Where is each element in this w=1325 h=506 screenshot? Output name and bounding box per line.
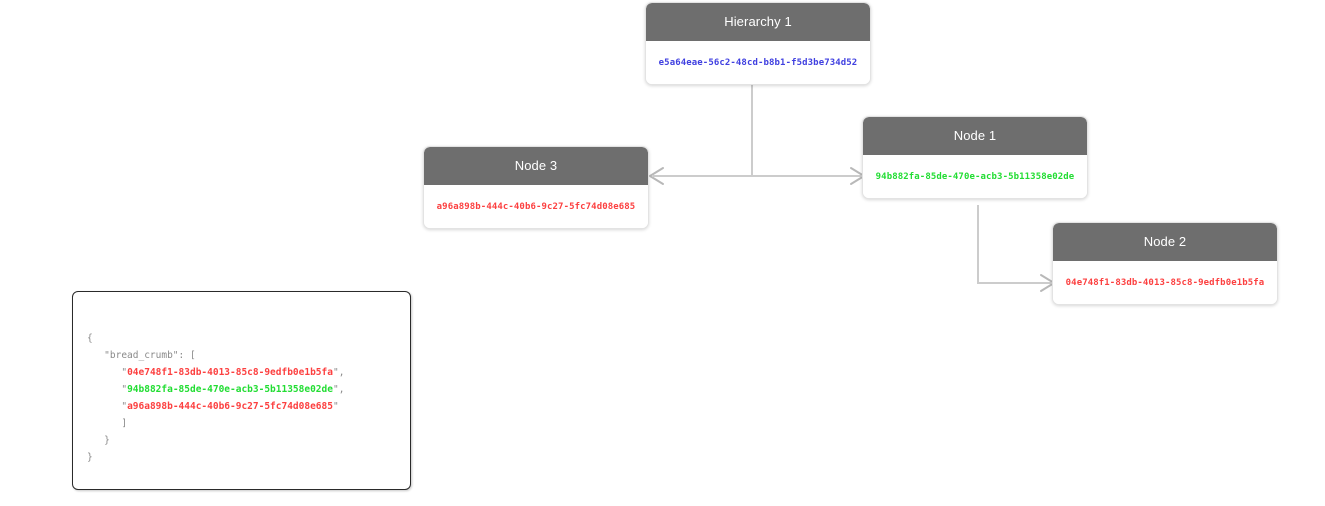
node-body: 04e748f1-83db-4013-85c8-9edfb0e1b5fa: [1053, 261, 1277, 304]
edge-hierarchy1-to-node1: [752, 167, 865, 185]
json-token: ",: [332, 367, 345, 378]
json-token: 94b882fa-85de-470e-acb3-5b11358e02de: [127, 384, 333, 395]
graph-node-node-3[interactable]: Node 3 a96a898b-444c-40b6-9c27-5fc74d08e…: [423, 146, 649, 229]
json-token: ": [121, 367, 128, 378]
edge-node1-to-node2: [977, 205, 1055, 292]
node-header-title: Node 2: [1053, 223, 1277, 261]
json-token: 04e748f1-83db-4013-85c8-9edfb0e1b5fa: [127, 367, 333, 378]
node-header-title: Hierarchy 1: [646, 3, 870, 41]
json-token: ]: [121, 418, 128, 429]
json-token: ": [121, 401, 128, 412]
json-code-block: { "bread_crumb": [ "04e748f1-83db-4013-8…: [73, 292, 410, 466]
node-uuid-value: 04e748f1-83db-4013-85c8-9edfb0e1b5fa: [1065, 278, 1265, 288]
json-token: a96a898b-444c-40b6-9c27-5fc74d08e685: [127, 401, 333, 412]
edge-hierarchy1-to-node3: [649, 167, 752, 185]
json-token: "bread_crumb": [: [104, 350, 196, 361]
json-token: ": [332, 401, 339, 412]
node-uuid-value: 94b882fa-85de-470e-acb3-5b11358e02de: [875, 172, 1075, 182]
json-token: }: [104, 435, 110, 446]
graph-node-hierarchy-1[interactable]: Hierarchy 1 e5a64eae-56c2-48cd-b8b1-f5d3…: [645, 2, 871, 85]
graph-node-node-2[interactable]: Node 2 04e748f1-83db-4013-85c8-9edfb0e1b…: [1052, 222, 1278, 305]
node-body: 94b882fa-85de-470e-acb3-5b11358e02de: [863, 155, 1087, 198]
node-uuid-value: a96a898b-444c-40b6-9c27-5fc74d08e685: [436, 202, 636, 212]
arrowhead-left: [649, 167, 664, 185]
node-body: a96a898b-444c-40b6-9c27-5fc74d08e685: [424, 185, 648, 228]
json-token: ": [121, 384, 128, 395]
node-body: e5a64eae-56c2-48cd-b8b1-f5d3be734d52: [646, 41, 870, 84]
json-token: }: [87, 452, 93, 463]
node-uuid-value: e5a64eae-56c2-48cd-b8b1-f5d3be734d52: [658, 58, 858, 68]
graph-node-node-1[interactable]: Node 1 94b882fa-85de-470e-acb3-5b11358e0…: [862, 116, 1088, 199]
json-token: ",: [332, 384, 345, 395]
node-header-title: Node 1: [863, 117, 1087, 155]
node-header-title: Node 3: [424, 147, 648, 185]
json-output-panel: { "bread_crumb": [ "04e748f1-83db-4013-8…: [72, 291, 411, 490]
json-token: {: [87, 333, 93, 344]
